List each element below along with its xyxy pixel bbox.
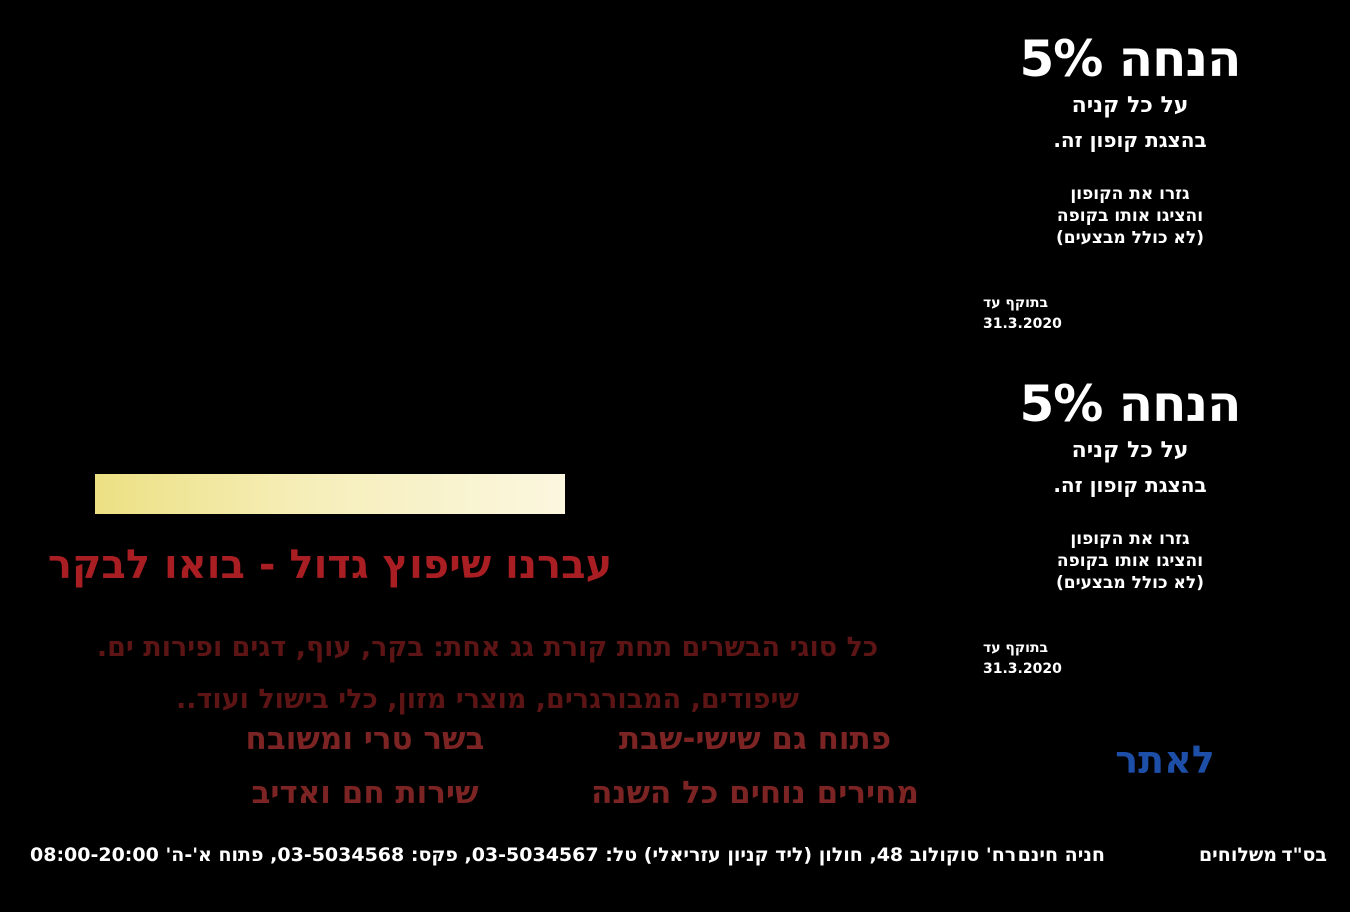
footer-delivery-note: משלוחים (1198, 844, 1277, 866)
discount-coupon-bottom: הנחה 5% על כל קניה בהצגת קופון זה. גזרו … (975, 377, 1285, 680)
coupon-validity: בתוקף עד 31.3.2020 (975, 293, 1285, 335)
coupon-headline: הנחה 5% (1019, 30, 1241, 88)
promo-body-line-2: שיפודים, המבורגרים, מוצרי מזון, כלי בישו… (176, 684, 799, 715)
coupon-notes: גזרו את הקופון והציגו אותו בקופה (לא כול… (975, 183, 1285, 249)
features-column-left: בשר טרי ומשובח שירות חם ואדיב (170, 712, 560, 820)
feature-item: שירות חם ואדיב (251, 775, 479, 811)
coupon-note-line-3: (לא כולל מבצעים) (1055, 573, 1204, 593)
feature-item: בשר טרי ומשובח (245, 721, 485, 757)
coupon-validity: בתוקף עד 31.3.2020 (975, 638, 1285, 680)
footer-bsd: בס"ד (1281, 844, 1327, 866)
coupon-subline-1: על כל קניה (1071, 93, 1189, 118)
highlight-bar (95, 474, 565, 514)
promo-body-line-1: כל סוגי הבשרים תחת קורת גג אחת: בקר, עוף… (96, 632, 879, 663)
coupon-notes: גזרו את הקופון והציגו אותו בקופה (לא כול… (975, 528, 1285, 594)
coupon-note-line-1: גזרו את הקופון (1070, 529, 1190, 549)
coupon-valid-date: 31.3.2020 (983, 661, 1062, 677)
coupon-valid-label: בתוקף עד (983, 295, 1049, 311)
coupon-note-line-2: והציגו אותו בקופה (1056, 551, 1204, 571)
coupon-subline-2: בהצגת קופון זה. (1053, 128, 1207, 152)
discount-coupon-top: הנחה 5% על כל קניה בהצגת קופון זה. גזרו … (975, 32, 1285, 335)
footer-parking-note: חניה חינם (1017, 844, 1105, 866)
features-column-right: פתוח גם שישי-שבת מחירים נוחים כל השנה (560, 712, 950, 820)
coupon-note-line-2: והציגו אותו בקופה (1056, 206, 1204, 226)
coupon-valid-label: בתוקף עד (983, 640, 1049, 656)
promo-title: עברנו שיפוץ גדול - בואו לבקר (47, 542, 613, 588)
coupon-valid-date: 31.3.2020 (983, 316, 1062, 332)
footer-address-phone: רח' סוקולוב 48, חולון (ליד קניון עזריאלי… (30, 844, 1017, 866)
coupon-note-line-3: (לא כולל מבצעים) (1055, 228, 1204, 248)
coupon-subline-2: בהצגת קופון זה. (1053, 473, 1207, 497)
coupon-headline: הנחה 5% (1019, 375, 1241, 433)
feature-item: פתוח גם שישי-שבת (618, 721, 892, 757)
website-link[interactable]: לאתר (1115, 738, 1215, 782)
promo-body: כל סוגי הבשרים תחת קורת גג אחת: בקר, עוף… (55, 622, 920, 726)
coupon-subline-1: על כל קניה (1071, 438, 1189, 463)
feature-item: מחירים נוחים כל השנה (591, 775, 919, 811)
coupon-note-line-1: גזרו את הקופון (1070, 184, 1190, 204)
